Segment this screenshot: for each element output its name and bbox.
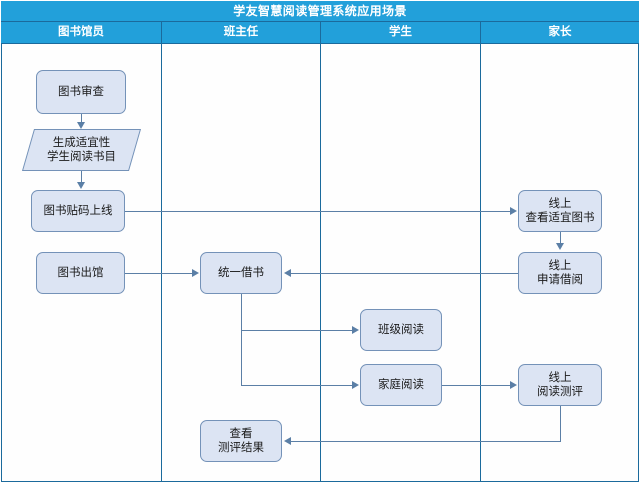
- edge-apply-borrow-to-unified: [291, 273, 518, 274]
- diagram-title: 学友智慧阅读管理系统应用场景: [1, 1, 639, 22]
- edge-book-review-to-booklist: [81, 114, 82, 124]
- node-view-test-result[interactable]: 查看 测评结果: [200, 420, 282, 462]
- edge-booklist-to-tag-online-arrow: [77, 182, 85, 189]
- node-book-review[interactable]: 图书审查: [36, 70, 126, 114]
- edge-booklist-to-tag-online: [81, 171, 82, 183]
- edge-checkout-to-unified-arrow: [192, 269, 199, 277]
- lane-header-row: 图书馆员 班主任 学生 家长: [1, 22, 639, 44]
- node-generate-booklist-label: 生成适宜性 学生阅读书目: [47, 137, 116, 163]
- lane-header-student: 学生: [320, 22, 480, 43]
- edge-family-reading-to-read-test-arrow: [510, 381, 517, 389]
- node-book-tag-online[interactable]: 图书贴码上线: [31, 190, 125, 232]
- edge-unified-to-family-reading-arrow: [352, 381, 359, 389]
- edge-book-review-to-booklist-arrow: [77, 122, 85, 129]
- edge-read-test-to-view-result: [291, 441, 561, 442]
- edge-unified-to-class-reading-arrow: [352, 326, 359, 334]
- node-book-checkout[interactable]: 图书出馆: [36, 252, 125, 294]
- node-class-reading[interactable]: 班级阅读: [360, 309, 442, 351]
- edge-unified-to-family-reading: [241, 385, 353, 386]
- lane-header-parent: 家长: [480, 22, 639, 43]
- edge-unified-trunk: [241, 294, 242, 386]
- edge-view-books-to-apply-borrow: [560, 232, 561, 244]
- node-family-reading[interactable]: 家庭阅读: [360, 364, 442, 406]
- node-unified-borrow[interactable]: 统一借书: [200, 252, 282, 294]
- node-generate-booklist[interactable]: 生成适宜性 学生阅读书目: [21, 129, 142, 171]
- lane-divider-2: [320, 44, 321, 482]
- edge-tag-online-to-view-books-arrow: [510, 207, 517, 215]
- edge-tag-online-to-view-books: [125, 211, 511, 212]
- edge-apply-borrow-to-unified-arrow: [284, 269, 291, 277]
- edge-view-books-to-apply-borrow-arrow: [556, 243, 564, 250]
- node-online-apply-borrow[interactable]: 线上 申请借阅: [518, 252, 602, 294]
- lane-divider-1: [161, 44, 162, 482]
- node-online-read-test[interactable]: 线上 阅读测评: [518, 364, 602, 406]
- node-online-view-books[interactable]: 线上 查看适宜图书: [518, 190, 602, 232]
- edge-unified-to-class-reading: [241, 330, 353, 331]
- edge-checkout-to-unified: [125, 273, 193, 274]
- edge-family-reading-to-read-test: [442, 385, 511, 386]
- lane-header-librarian: 图书馆员: [58, 26, 104, 38]
- lane-header-teacher: 班主任: [161, 22, 320, 43]
- edge-read-test-down: [560, 406, 561, 441]
- lane-divider-3: [480, 44, 481, 482]
- edge-read-test-to-view-result-arrow: [284, 437, 291, 445]
